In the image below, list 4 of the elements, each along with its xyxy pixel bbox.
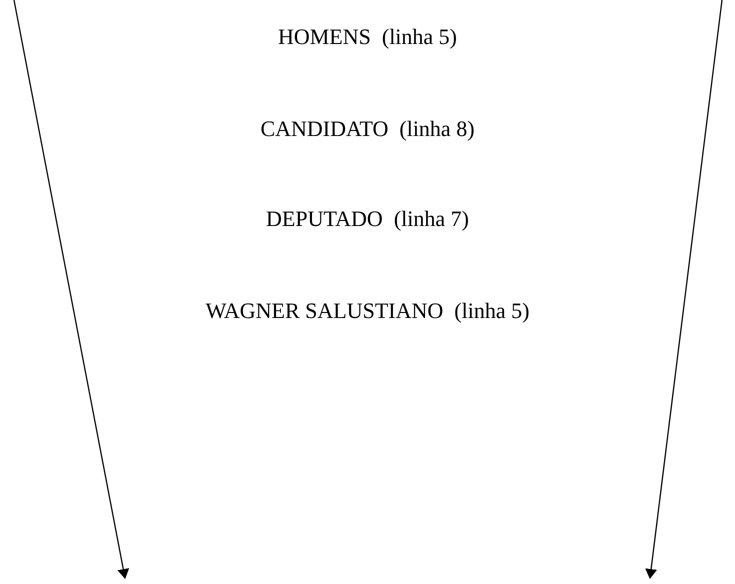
text-label: HOMENS (linha 5) xyxy=(278,24,458,50)
text-label: CANDIDATO (linha 8) xyxy=(260,116,475,142)
text-label: DEPUTADO (linha 7) xyxy=(266,206,469,232)
text-label: WAGNER SALUSTIANO (linha 5) xyxy=(206,298,530,324)
